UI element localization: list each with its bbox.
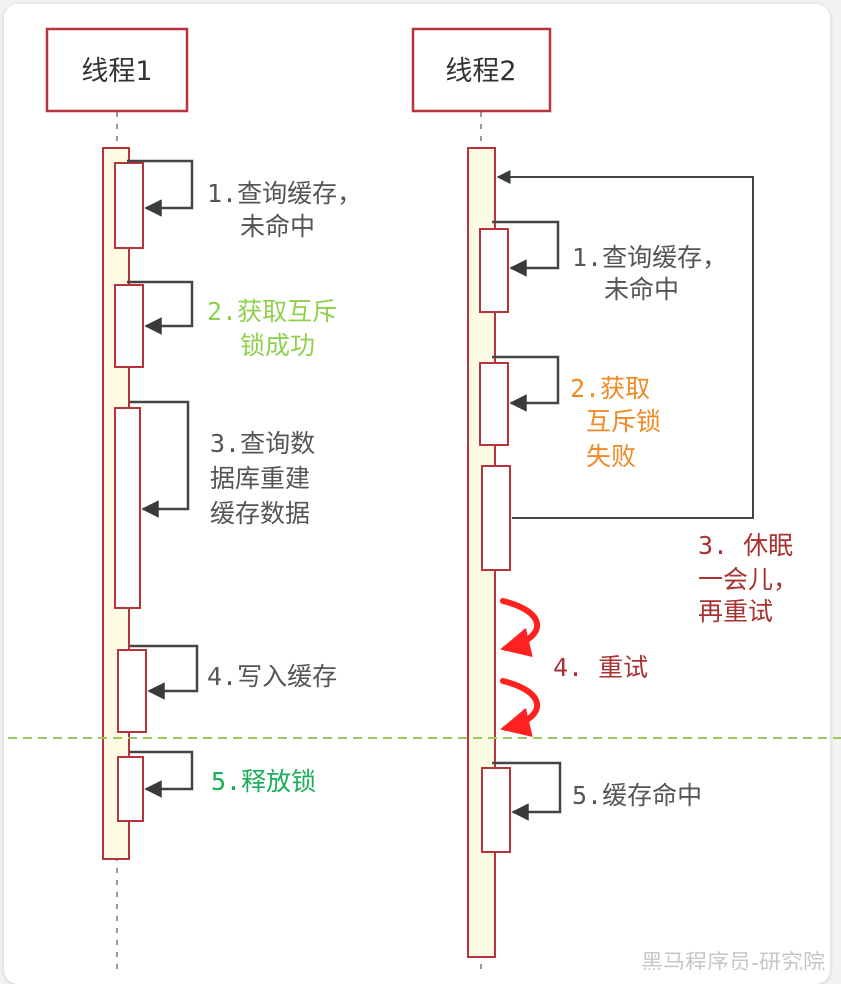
thread2-step2-label-line3: 失败 [586, 442, 636, 471]
thread2-step2-block [479, 362, 509, 446]
thread2-step3-label-line2: 一会儿， [698, 565, 798, 594]
thread1-step3-label-line1: 3.查询数 [210, 429, 315, 458]
thread1-step3-arrow [130, 400, 190, 518]
thread1-title: 线程1 [81, 56, 152, 87]
thread2-header: 线程2 [411, 27, 552, 113]
thread2-step5-block [481, 767, 511, 853]
thread1-step3-label-line3: 缓存数据 [210, 499, 310, 528]
thread2-step3-label-line3: 再重试 [698, 597, 773, 626]
thread2-step2-label-line2: 互斥锁 [586, 407, 661, 436]
thread2-step1-arrow [492, 220, 560, 277]
thread1-step1-block [114, 162, 144, 249]
thread1-step5-block [117, 756, 144, 822]
thread1-header: 线程1 [45, 27, 189, 113]
thread2-step2-label-line1: 2.获取 [570, 374, 650, 403]
thread1-step1-label-line1: 1.查询缓存， [207, 179, 362, 208]
watermark: 黑马程序员-研究院 [641, 951, 825, 970]
thread1-step5-arrow [130, 750, 194, 798]
retry-curl-icon [500, 678, 540, 738]
thread1-step1-arrow [127, 159, 194, 217]
thread2-step3-label-line1: 3. 休眠 [698, 531, 793, 560]
thread1-step2-arrow [127, 280, 194, 335]
thread2-step1-block [479, 228, 509, 313]
thread1-step3-label-line2: 据库重建 [210, 464, 310, 493]
thread2-step1-label-line1: 1.查询缓存， [572, 243, 727, 272]
thread1-step3-block [114, 407, 141, 609]
thread1-step1-label-line2: 未命中 [240, 212, 315, 241]
retry-curl-icon [500, 598, 540, 658]
thread2-step4-label: 4. 重试 [553, 653, 648, 682]
thread2-step3-block [481, 465, 511, 571]
thread2-step2-arrow [492, 355, 560, 412]
thread2-step5-arrow [492, 761, 562, 821]
thread2-step5-label: 5.缓存命中 [572, 781, 702, 810]
thread1-step4-block [117, 649, 147, 733]
thread1-step2-label-line2: 锁成功 [240, 331, 315, 360]
thread2-retry-loop-arrow [496, 170, 754, 519]
thread1-step4-label: 4.写入缓存 [207, 662, 337, 691]
thread2-title: 线程2 [445, 56, 516, 87]
thread1-step5-label: 5.释放锁 [211, 767, 316, 796]
thread1-step2-block [114, 284, 144, 368]
thread2-step1-label-line2: 未命中 [604, 275, 679, 304]
thread1-step4-arrow [130, 644, 199, 700]
thread1-step2-label-line1: 2.获取互斥 [207, 297, 337, 326]
